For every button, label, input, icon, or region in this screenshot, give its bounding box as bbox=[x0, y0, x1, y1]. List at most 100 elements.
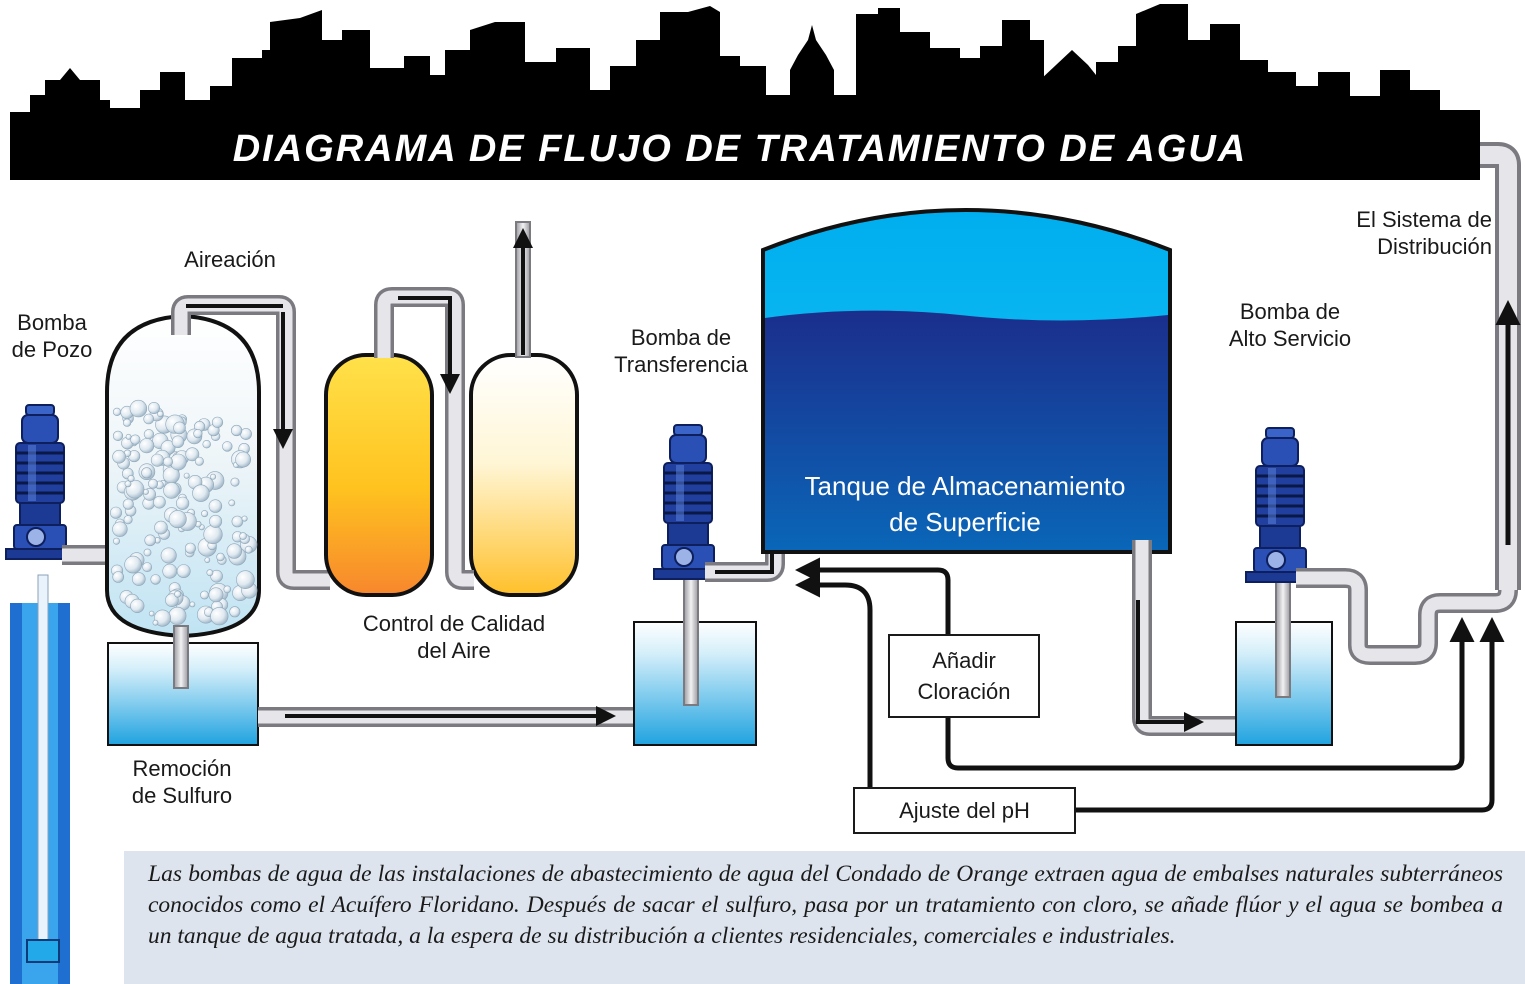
aeration-bubble bbox=[174, 590, 182, 598]
aeration-bubble bbox=[154, 520, 168, 535]
aeration-bubble bbox=[110, 506, 123, 519]
distribution-pipe bbox=[1480, 142, 1521, 590]
aeration-bubble bbox=[244, 545, 253, 554]
aeration-bubble bbox=[230, 477, 240, 487]
aeration-bubble bbox=[193, 429, 203, 439]
aeration-bubble bbox=[157, 410, 164, 418]
aeration-bubble bbox=[124, 555, 142, 574]
aeration-bubble bbox=[130, 598, 145, 614]
aeration-bubble bbox=[139, 438, 155, 454]
ph-adjust-box: Ajuste del pH bbox=[853, 787, 1076, 834]
aeration-bubble bbox=[192, 484, 210, 502]
aeration-bubble bbox=[141, 467, 153, 479]
aeration-bubble bbox=[143, 413, 154, 425]
aeration-bubble bbox=[112, 430, 124, 442]
label-air-quality: Control de Calidad del Aire bbox=[362, 611, 546, 663]
aeration-bubble bbox=[165, 593, 179, 608]
air-quality-tank-1 bbox=[324, 353, 434, 597]
aeration-bubble bbox=[153, 495, 166, 509]
aeration-bubble bbox=[231, 515, 244, 528]
aeration-bubble bbox=[124, 480, 132, 488]
aeration-bubble bbox=[148, 478, 159, 489]
aeration-bubble bbox=[163, 482, 180, 499]
skyline-banner bbox=[10, 4, 1480, 180]
aeration-bubble bbox=[236, 570, 255, 590]
sulfide-removal-basin bbox=[107, 625, 259, 746]
label-storage-tank: Tanque de Almacenamiento de Superficie bbox=[804, 471, 1126, 537]
aeration-bubble bbox=[148, 401, 161, 414]
aeration-bubble bbox=[185, 447, 200, 462]
aeration-bubble bbox=[127, 474, 135, 482]
aeration-bubble bbox=[222, 441, 233, 452]
aeration-bubble bbox=[204, 557, 211, 563]
aeration-bubble bbox=[208, 499, 223, 513]
aeration-bubble bbox=[130, 434, 141, 445]
aeration-bubble bbox=[203, 524, 223, 545]
aeration-bubble bbox=[241, 515, 248, 522]
aeration-bubble bbox=[239, 532, 247, 540]
aeration-bubble bbox=[208, 587, 224, 603]
aeration-bubble bbox=[162, 563, 178, 579]
aeration-bubble bbox=[228, 499, 236, 507]
aeration-bubble bbox=[183, 472, 190, 479]
aeration-bubble bbox=[112, 449, 126, 464]
label-transfer-pump: Bomba de Transferencia bbox=[614, 325, 748, 377]
aeration-bubble bbox=[209, 514, 223, 528]
label-well-pump: Bomba de Pozo bbox=[11, 310, 93, 362]
aeration-bubble bbox=[226, 543, 243, 559]
aeration-bubble bbox=[216, 552, 225, 562]
aeration-bubble bbox=[122, 498, 134, 510]
aeration-bubble bbox=[112, 521, 128, 537]
aeration-bubble bbox=[194, 456, 204, 466]
aeration-bubble bbox=[160, 547, 177, 564]
aeration-bubble bbox=[148, 610, 155, 617]
aeration-tower bbox=[105, 313, 261, 639]
description-panel: Las bombas de agua de las instalaciones … bbox=[124, 851, 1525, 984]
aeration-bubble bbox=[132, 572, 146, 586]
aeration-bubble bbox=[112, 407, 122, 417]
aeration-bubble bbox=[201, 510, 209, 518]
aeration-bubble bbox=[168, 510, 187, 529]
aeration-bubble bbox=[189, 601, 196, 608]
aeration-bubble bbox=[202, 440, 211, 449]
aeration-bubble bbox=[142, 562, 153, 572]
well-shaft bbox=[10, 574, 70, 984]
aeration-bubble bbox=[235, 451, 251, 468]
chemical-feed-lines bbox=[795, 557, 1505, 813]
transfer-pump-icon bbox=[652, 423, 724, 581]
aeration-bubble bbox=[229, 606, 241, 618]
aeration-bubble bbox=[210, 607, 229, 626]
label-distribution-system: El Sistema de Distribución bbox=[1356, 207, 1492, 259]
well-pump-icon bbox=[4, 403, 76, 561]
aeration-bubble bbox=[168, 606, 187, 625]
aeration-bubble bbox=[200, 590, 209, 600]
aeration-bubble bbox=[129, 399, 148, 418]
aeration-bubble bbox=[211, 416, 224, 428]
aeration-bubble bbox=[123, 515, 133, 525]
label-high-service-pump: Bomba de Alto Servicio bbox=[1228, 299, 1352, 351]
aeration-bubble bbox=[143, 429, 154, 440]
aeration-bubble bbox=[223, 585, 232, 594]
aeration-bubble bbox=[152, 619, 159, 626]
aeration-bubble bbox=[206, 569, 214, 577]
aeration-bubble bbox=[143, 548, 152, 557]
aeration-bubble bbox=[125, 433, 132, 440]
aeration-bubble bbox=[154, 609, 172, 627]
aeration-bubble bbox=[176, 496, 190, 510]
aeration-bubble bbox=[210, 473, 217, 480]
high-service-pump-icon bbox=[1244, 426, 1316, 584]
label-aeration: Aireación bbox=[184, 247, 276, 272]
aeration-bubble bbox=[176, 564, 191, 578]
air-quality-tank-2 bbox=[469, 353, 579, 597]
aeration-bubble bbox=[150, 574, 161, 585]
aeration-bubble bbox=[163, 456, 174, 467]
aeration-bubble bbox=[113, 537, 121, 545]
add-chlorination-box: Añadir Cloración bbox=[888, 634, 1040, 718]
aeration-bubble bbox=[173, 421, 186, 435]
diagram-title: DIAGRAMA DE FLUJO DE TRATAMIENTO DE AGUA bbox=[232, 128, 1248, 170]
storage-tank bbox=[761, 208, 1172, 554]
aeration-bubble bbox=[184, 542, 196, 554]
aeration-bubble bbox=[171, 435, 185, 448]
aeration-bubble bbox=[231, 424, 243, 437]
aeration-bubble bbox=[112, 571, 124, 583]
